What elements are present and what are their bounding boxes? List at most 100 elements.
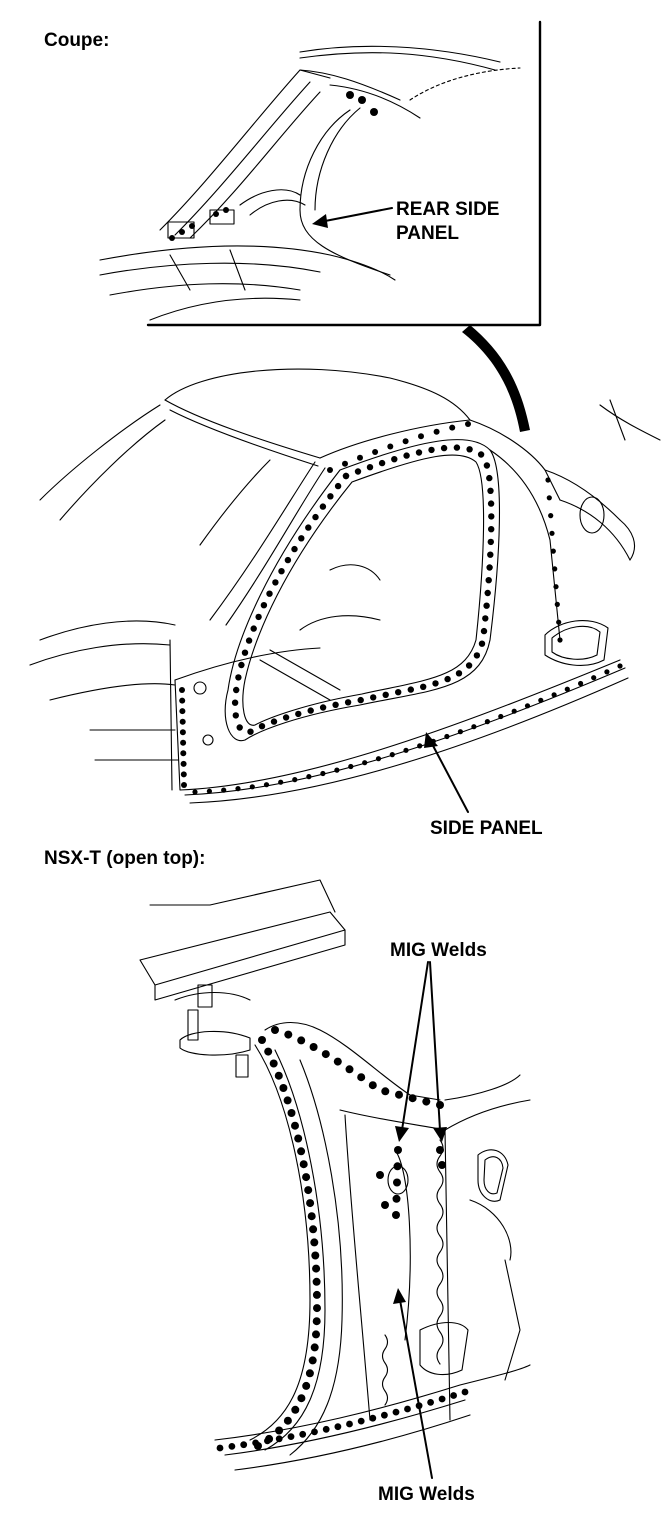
weld-dot bbox=[179, 729, 186, 736]
inset-frame bbox=[146, 20, 542, 327]
weld-dot bbox=[258, 723, 266, 730]
weld-dot bbox=[249, 784, 255, 790]
weld-dot bbox=[291, 1121, 299, 1130]
coupe-heading: Coupe: bbox=[44, 30, 110, 51]
weld-dot bbox=[403, 452, 410, 459]
weld-dot bbox=[282, 714, 290, 721]
weld-dot bbox=[488, 526, 495, 533]
weld-dot bbox=[450, 1392, 457, 1399]
weld-dot bbox=[484, 589, 491, 597]
weld-dot bbox=[322, 1425, 330, 1433]
weld-dot bbox=[310, 1238, 319, 1247]
weld-dot bbox=[274, 1071, 283, 1080]
weld-dot bbox=[395, 1090, 403, 1099]
weld-dot bbox=[403, 747, 409, 753]
weld-dot bbox=[557, 637, 563, 643]
weld-dot bbox=[372, 449, 379, 455]
weld-dot bbox=[368, 1081, 377, 1090]
weld-dot bbox=[382, 691, 389, 698]
weld-dot bbox=[392, 1194, 401, 1203]
weld-dot bbox=[538, 697, 544, 703]
weld-dot bbox=[299, 1160, 308, 1169]
weld-dot bbox=[465, 662, 473, 669]
weld-dot bbox=[551, 692, 557, 698]
weld-dot bbox=[498, 713, 504, 720]
weld-dot bbox=[477, 451, 485, 458]
weld-dot bbox=[487, 500, 495, 507]
weld-dot bbox=[486, 564, 493, 571]
weld-dot bbox=[407, 686, 414, 693]
weld-dot bbox=[392, 1211, 400, 1219]
weld-dot bbox=[291, 1405, 300, 1414]
weld-dot bbox=[283, 1416, 292, 1425]
weld-dot bbox=[345, 1065, 354, 1074]
weld-dot bbox=[258, 1036, 266, 1044]
weld-dot bbox=[292, 777, 298, 783]
weld-dot bbox=[307, 1212, 316, 1221]
weld-dot bbox=[297, 1147, 306, 1156]
mig-weld-seam-left bbox=[381, 1334, 389, 1406]
weld-dot bbox=[309, 1043, 318, 1051]
weld-dot bbox=[449, 424, 456, 431]
weld-dot bbox=[269, 1059, 278, 1068]
weld-dot bbox=[342, 460, 348, 467]
weld-dot bbox=[263, 782, 270, 788]
weld-dot bbox=[354, 468, 362, 475]
weld-dot bbox=[305, 524, 312, 531]
weld-dot bbox=[387, 443, 394, 450]
side-panel-label: SIDE PANEL bbox=[430, 818, 543, 839]
weld-dot bbox=[432, 680, 439, 687]
weld-dot bbox=[486, 474, 493, 482]
weld-dot bbox=[311, 1251, 320, 1260]
weld-dot bbox=[181, 782, 187, 788]
weld-dot bbox=[264, 1437, 271, 1445]
weld-dot bbox=[180, 771, 187, 778]
weld-dot bbox=[312, 513, 319, 521]
weld-dot bbox=[241, 649, 249, 656]
weld-dot bbox=[545, 477, 551, 483]
weld-dot bbox=[236, 724, 243, 731]
weld-dot bbox=[295, 710, 302, 718]
weld-dot bbox=[444, 733, 450, 740]
rear-side-panel-label-line2: PANEL bbox=[396, 223, 459, 244]
weld-dot bbox=[298, 535, 305, 542]
weld-dot bbox=[487, 538, 494, 546]
weld-dot bbox=[275, 1435, 283, 1443]
weld-dot bbox=[473, 652, 481, 659]
weld-dot bbox=[483, 462, 491, 469]
weld-dot bbox=[376, 1171, 384, 1179]
weld-dot bbox=[250, 625, 257, 632]
weld-dot bbox=[480, 627, 488, 635]
weld-dot bbox=[564, 686, 570, 692]
mig-welds-lower-label: MIG Welds bbox=[378, 1484, 475, 1505]
weld-dot bbox=[550, 548, 556, 554]
weld-dot bbox=[275, 1426, 284, 1435]
weld-dot bbox=[553, 584, 559, 590]
weld-dot bbox=[484, 719, 490, 725]
weld-dot bbox=[307, 707, 314, 714]
weld-dot bbox=[348, 763, 354, 770]
weld-dot bbox=[233, 686, 240, 694]
weld-dot bbox=[247, 728, 254, 735]
weld-dot bbox=[245, 637, 253, 644]
weld-dot bbox=[438, 1161, 446, 1169]
weld-dot bbox=[428, 446, 435, 454]
weld-dot bbox=[478, 640, 486, 647]
weld-dot bbox=[417, 743, 423, 749]
weld-dot bbox=[487, 551, 494, 558]
weld-dot bbox=[240, 1441, 248, 1449]
weld-dot bbox=[346, 1420, 353, 1428]
weld-dot bbox=[381, 1087, 390, 1096]
weld-dot bbox=[312, 1264, 321, 1273]
weld-dot bbox=[302, 1381, 311, 1390]
weld-dot bbox=[179, 697, 186, 704]
weld-dot bbox=[395, 689, 402, 696]
weld-dot bbox=[554, 601, 560, 608]
weld-dot bbox=[297, 1036, 306, 1045]
weld-dot bbox=[319, 503, 327, 510]
weld-dot bbox=[216, 1444, 224, 1452]
weld-dot bbox=[192, 789, 198, 795]
weld-dot bbox=[278, 779, 284, 785]
